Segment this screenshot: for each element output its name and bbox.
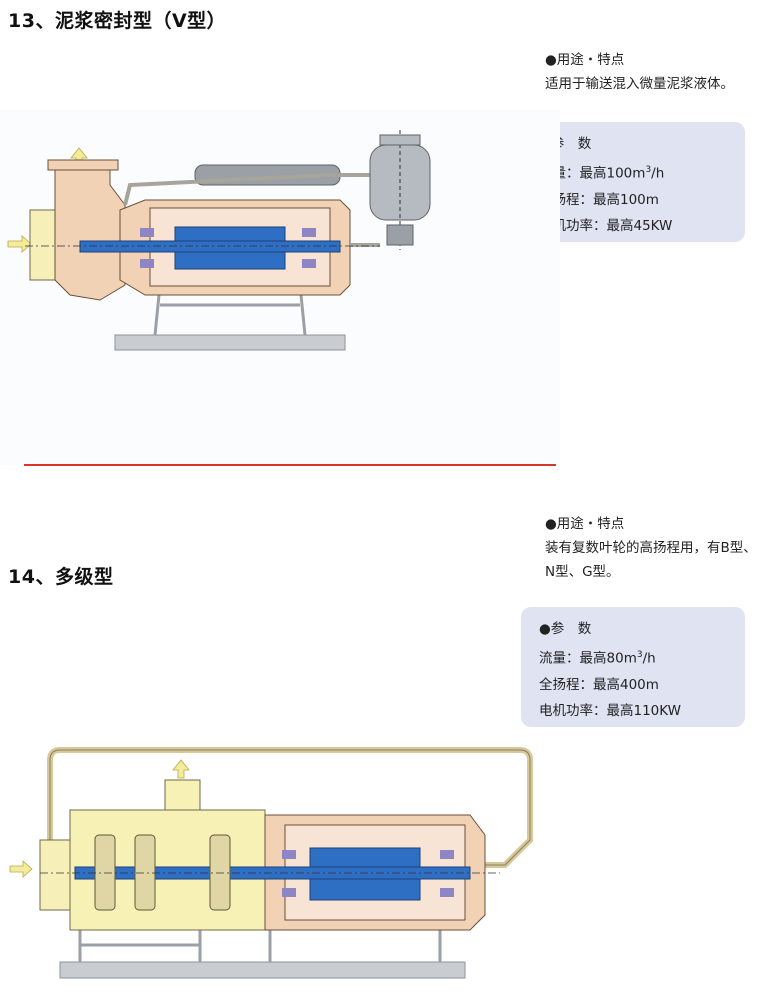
flow-label: 流量：最高: [539, 650, 607, 667]
flow-unit-sup: 3: [636, 650, 643, 660]
section14-flow: 流量：最高80m3/h: [539, 642, 729, 672]
slurry-seal-pump-diagram: [0, 110, 560, 465]
section13-head: 全扬程：最高100m: [539, 191, 659, 208]
flow-unit-sup: 3: [645, 165, 652, 175]
flow-unit-suffix: /h: [642, 650, 656, 667]
flow-unit: m: [632, 165, 646, 182]
flow-arrow-icon: [9, 860, 33, 878]
flow-unit-suffix: /h: [651, 165, 665, 182]
section13-params-heading: ●参 数: [539, 136, 592, 152]
section14-params-heading: ●参 数: [539, 621, 592, 637]
flow-value: 80: [606, 650, 624, 667]
section14-power: 电机功率：最高110KW: [539, 702, 681, 719]
section13-title: 13、泥浆密封型（V型）: [8, 10, 227, 32]
section13-power: 电机功率：最高45KW: [539, 217, 673, 234]
base-frame: [114, 334, 346, 351]
section14-usage-line1: 装有复数叶轮的高扬程用，有B型、: [545, 540, 757, 556]
flow-arrow-icon: [172, 759, 190, 779]
base-frame: [59, 961, 466, 979]
section14-head: 全扬程：最高400m: [539, 676, 659, 693]
section13-usage-text: 适用于输送混入微量泥浆液体。: [545, 76, 734, 92]
flow-unit: m: [623, 650, 637, 667]
flow-value: 100: [606, 165, 633, 182]
multistage-pump-diagram: [9, 747, 533, 979]
section13-usage: ●用途・特点 适用于输送混入微量泥浆液体。: [545, 48, 734, 96]
section-divider: [24, 464, 556, 466]
section14-usage-heading: ●用途・特点: [545, 516, 625, 532]
section14-usage-line2: N型、G型。: [545, 564, 620, 580]
section14-params-box: ●参 数 流量：最高80m3/h 全扬程：最高400m 电机功率：最高110KW: [521, 607, 745, 727]
section14-usage: ●用途・特点 装有复数叶轮的高扬程用，有B型、 N型、G型。: [545, 512, 757, 584]
flow-arrow-icon: [7, 235, 32, 253]
section13-usage-heading: ●用途・特点: [545, 52, 625, 68]
section14-title: 14、多级型: [8, 566, 114, 588]
section13-flow: 流量：最高100m3/h: [539, 157, 729, 187]
